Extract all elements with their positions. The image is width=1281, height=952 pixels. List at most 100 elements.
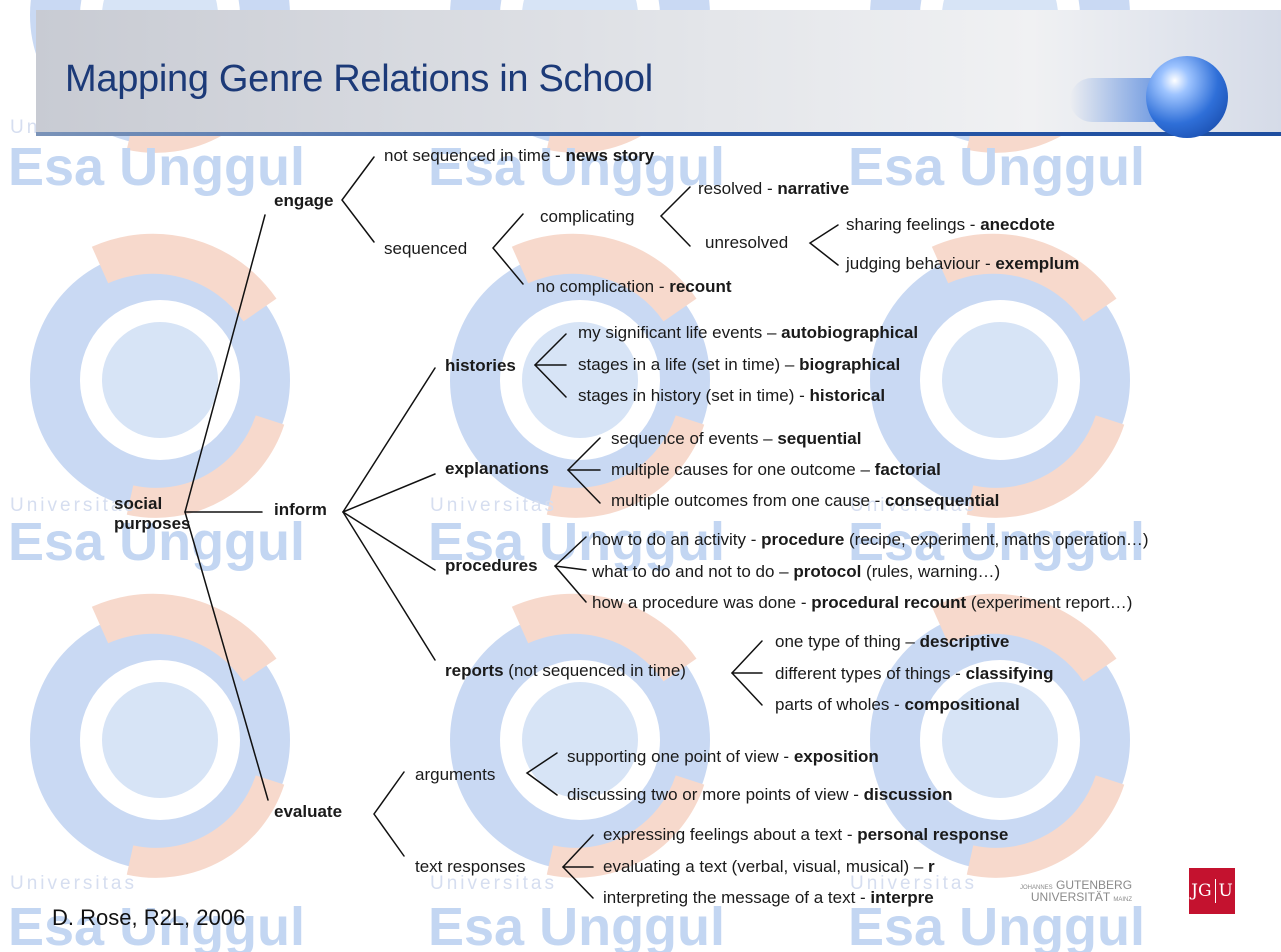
genre-name: exposition [793,747,879,766]
node-procedures: procedures [445,556,538,575]
node-sequenced: sequenced [384,239,468,258]
watermark-universitas: Universitas [430,495,557,516]
leaf-text: expressing feelings about a text - [603,825,858,844]
node-engage: engage [274,191,334,210]
page-title: Mapping Genre Relations in School [65,58,653,100]
genre-name: autobiographical [781,323,919,342]
watermark-esa-unggul: Esa Unggul [848,137,1145,197]
leaf-personal-response: expressing feelings about a text - perso… [603,825,1008,845]
leaf-news-story: not sequenced in time - news story [384,146,654,166]
leaf-interpretation: interpreting the message of a text - int… [603,888,934,908]
genre-name: discussion [863,785,953,804]
leaf-text: evaluating a text (verbal, visual, music… [603,857,929,876]
node-evaluate: evaluate [274,802,343,821]
genre-name: interpre [870,888,934,907]
leaf-sequential: sequence of events – sequential [611,429,861,449]
connector-engage [341,156,375,243]
node-arguments: arguments [415,765,496,784]
logo-johannes: JOHANNES [1020,885,1053,891]
leaf-text: how to do an activity - [592,530,762,549]
node-reports-label: reports [445,661,504,680]
leaf-text: discussing two or more points of view - [567,785,864,804]
leaf-compositional: parts of wholes - compositional [775,695,1020,715]
genre-name: narrative [777,179,850,198]
connector-complicating [659,186,691,247]
leaf-text: different types of things - [775,664,966,683]
connector-inform-procedures [342,511,436,571]
node-reports-note: (not sequenced in time) [503,661,686,680]
leaf-recount: no complication - recount [536,277,732,297]
leaf-text: judging behaviour - [846,254,996,273]
leaf-review: evaluating a text (verbal, visual, music… [603,857,935,877]
node-root-line1: social [114,494,163,513]
watermark-esa-unggul: Esa Unggul [8,512,305,572]
logo-mainz: MAINZ [1113,897,1133,903]
logo-mark-right: U [1218,881,1233,901]
connector-procedures-mid [554,565,587,571]
leaf-biographical: stages in a life (set in time) – biograp… [578,355,900,375]
connector-inform-histories [342,367,436,513]
node-reports: reports (not sequenced in time) [445,661,686,681]
genre-name: classifying [965,664,1054,683]
leaf-narrative: resolved - narrative [698,179,849,199]
node-histories: histories [445,356,516,375]
university-name: JOHANNES GUTENBERG UNIVERSITÄT MAINZ [1020,878,1132,904]
genre-name: descriptive [919,632,1010,651]
genre-name: procedure [761,530,845,549]
watermark-esa-unggul: Esa Unggul [428,512,725,572]
leaf-note: (recipe, experiment, maths operation…) [844,530,1149,549]
leaf-note: (experiment report…) [966,593,1133,612]
connector-unresolved [808,224,839,266]
genre-name: recount [669,277,732,296]
logo-mark-left: JG [1191,881,1212,901]
node-unresolved: unresolved [705,233,789,252]
genre-name: anecdote [980,215,1055,234]
leaf-protocol: what to do and not to do – protocol (rul… [592,562,1000,582]
logo-universitat: UNIVERSITÄT [1030,890,1111,904]
node-text-responses: text responses [415,857,526,876]
blue-orb-icon [1146,56,1228,138]
watermark-esa-unggul: Esa Unggul [848,897,1145,952]
connector-evaluate [373,771,405,857]
genre-name: sequential [777,429,862,448]
watermark-universitas: Universitas [430,873,557,894]
leaf-text: my significant life events – [578,323,782,342]
jgu-logo-icon: JG U [1189,868,1235,914]
leaf-text: how a procedure was done - [592,593,812,612]
connector-root-evaluate [184,511,269,801]
genre-name: historical [809,386,886,405]
watermark-esa-unggul: Esa Unggul [8,897,305,952]
leaf-descriptive: one type of thing – descriptive [775,632,1009,652]
leaf-factorial: multiple causes for one outcome – factor… [611,460,941,480]
leaf-text: multiple causes for one outcome – [611,460,875,479]
leaf-text: interpreting the message of a text - [603,888,871,907]
node-inform: inform [274,500,327,519]
leaf-text: one type of thing – [775,632,920,651]
watermark-esa-unggul: Esa Unggul [848,512,1145,572]
node-explanations: explanations [445,459,549,478]
node-root-line2: purposes [114,514,191,533]
node-root: social purposes [114,494,191,534]
leaf-procedure: how to do an activity - procedure (recip… [592,530,1149,550]
genre-name: procedural recount [811,593,967,612]
leaf-text: sequence of events – [611,429,778,448]
leaf-text: resolved - [698,179,778,198]
watermark-esa-unggul: Esa Unggul [8,137,305,197]
credit-line: D. Rose, R2L, 2006 [52,905,246,930]
logo-gutenberg: GUTENBERG [1056,878,1133,892]
leaf-exposition: supporting one point of view - expositio… [567,747,879,767]
leaf-text: what to do and not to do – [592,562,794,581]
watermark-universitas: Universitas [10,495,137,516]
connector-inform-explanations [342,473,436,513]
watermark-universitas: Universitas [850,873,977,894]
title-rule [36,132,1281,136]
leaf-autobiographical: my significant life events – autobiograp… [578,323,918,343]
genre-name: news story [565,146,655,165]
watermark-universitas: Universitas [850,495,977,516]
leaf-text: stages in a life (set in time) – [578,355,800,374]
leaf-text: no complication - [536,277,670,296]
leaf-classifying: different types of things - classifying [775,664,1053,684]
leaf-note: (rules, warning…) [861,562,1001,581]
